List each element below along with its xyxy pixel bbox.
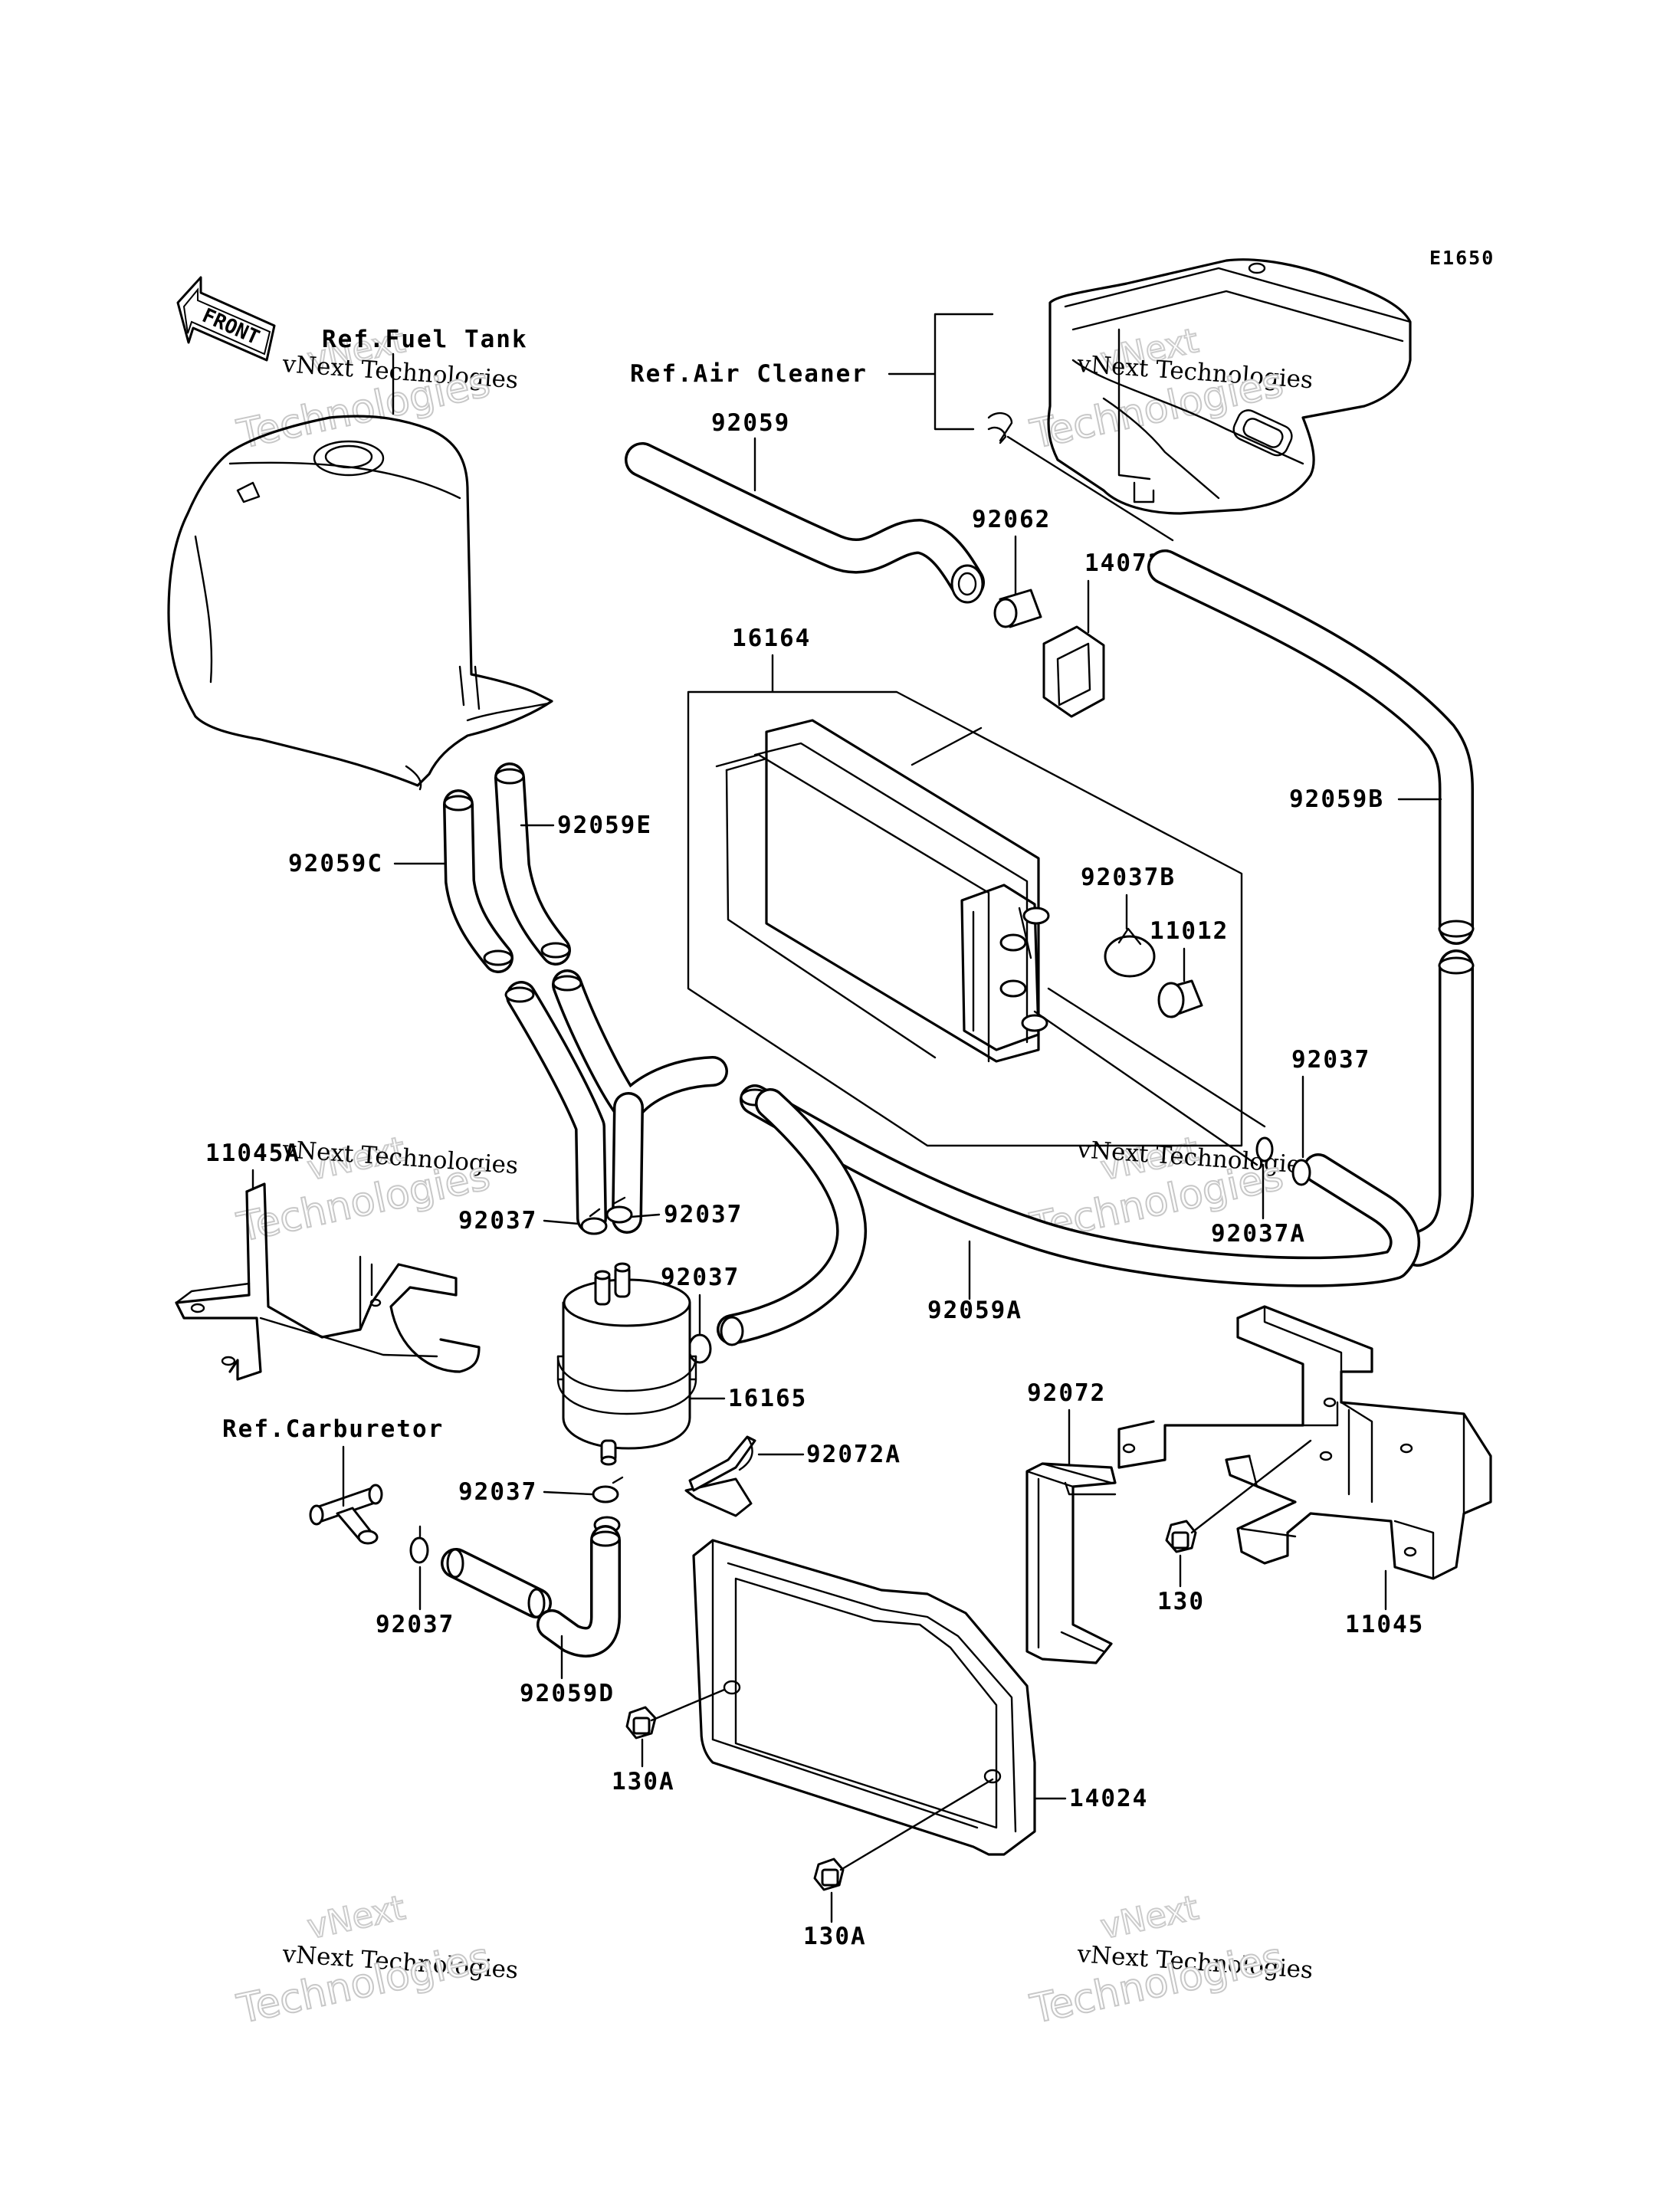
- leader-92037-mid: [629, 1213, 661, 1218]
- fuel-pump-16165: [556, 1262, 697, 1466]
- callout-130: 130: [1157, 1588, 1205, 1615]
- callout-11012: 11012: [1150, 917, 1229, 945]
- hose-92059D: [441, 1525, 621, 1658]
- callout-92037-right: 92037: [1291, 1046, 1370, 1074]
- callout-92037A: 92037A: [1211, 1220, 1306, 1248]
- fuel-tank-outline: [167, 415, 553, 791]
- callout-92062: 92062: [972, 506, 1051, 533]
- clamp-14073: [1042, 625, 1105, 718]
- callout-92072: 92072: [1027, 1379, 1106, 1407]
- cap-11012: [1157, 979, 1203, 1018]
- leader-16164: [687, 654, 1243, 1147]
- callout-92037-lower: 92037: [458, 1478, 537, 1506]
- callout-11045: 11045: [1345, 1611, 1424, 1638]
- ref-carburetor-label: Ref.Carburetor: [222, 1415, 444, 1443]
- air-cleaner-outline: [987, 258, 1412, 515]
- leader-16164-b: [911, 726, 983, 766]
- callout-92037-bottom-left: 92037: [376, 1611, 454, 1638]
- ref-air-cleaner-label: Ref.Air Cleaner: [630, 360, 868, 388]
- bolt-130A-lower: [813, 1778, 994, 1891]
- callout-92037-left: 92037: [458, 1207, 537, 1235]
- strap-92072: [1025, 1462, 1117, 1664]
- callout-130A-upper: 130A: [612, 1768, 675, 1795]
- clip-92037B: [1104, 927, 1156, 978]
- leader-92037-left: [543, 1219, 580, 1225]
- hose-92059B: [1006, 435, 1475, 1267]
- callout-92059E: 92059E: [557, 812, 652, 839]
- callout-16165: 16165: [728, 1385, 807, 1412]
- clip-92037-pump: [687, 1333, 712, 1364]
- hose-92059A: [717, 987, 1420, 1346]
- leader-air-cleaner: [888, 313, 994, 431]
- callout-16164: 16164: [732, 625, 811, 652]
- callout-92059: 92059: [711, 409, 790, 437]
- clip-92037-right: [1255, 1136, 1311, 1186]
- callout-92037B: 92037B: [1081, 864, 1176, 891]
- canister-16164: [715, 719, 1050, 1063]
- clip-92037-center: [580, 1196, 633, 1235]
- callout-92059C: 92059C: [288, 850, 383, 877]
- callout-92072A: 92072A: [806, 1441, 901, 1468]
- callout-130A-lower: 130A: [803, 1923, 867, 1950]
- bracket-11045A: [175, 1182, 481, 1381]
- callout-92059D: 92059D: [520, 1680, 615, 1707]
- clip-92037-bottom-left: [409, 1525, 429, 1564]
- callout-92059A: 92059A: [927, 1297, 1022, 1324]
- clamp-92072A: [684, 1435, 756, 1517]
- callout-11045A: 11045A: [205, 1139, 300, 1167]
- diagram-code: E1650: [1429, 247, 1495, 269]
- hose-92059E: [494, 762, 728, 1234]
- t-fitting-carburetor: [309, 1484, 383, 1545]
- hose-92059C: [443, 789, 607, 1234]
- bolt-130: [1165, 1439, 1312, 1553]
- bolt-130A-upper: [625, 1688, 726, 1740]
- leader-92037-lower: [543, 1490, 593, 1496]
- bracket-11045: [1117, 1305, 1492, 1580]
- callout-92037-mid: 92037: [664, 1201, 743, 1228]
- cover-14024: [692, 1539, 1036, 1856]
- spacer-92062: [993, 589, 1042, 628]
- hose-92059: [625, 442, 985, 604]
- ref-fuel-tank-label: Ref.Fuel Tank: [322, 326, 528, 353]
- callout-14024: 14024: [1069, 1785, 1148, 1812]
- callout-92059B: 92059B: [1289, 785, 1384, 813]
